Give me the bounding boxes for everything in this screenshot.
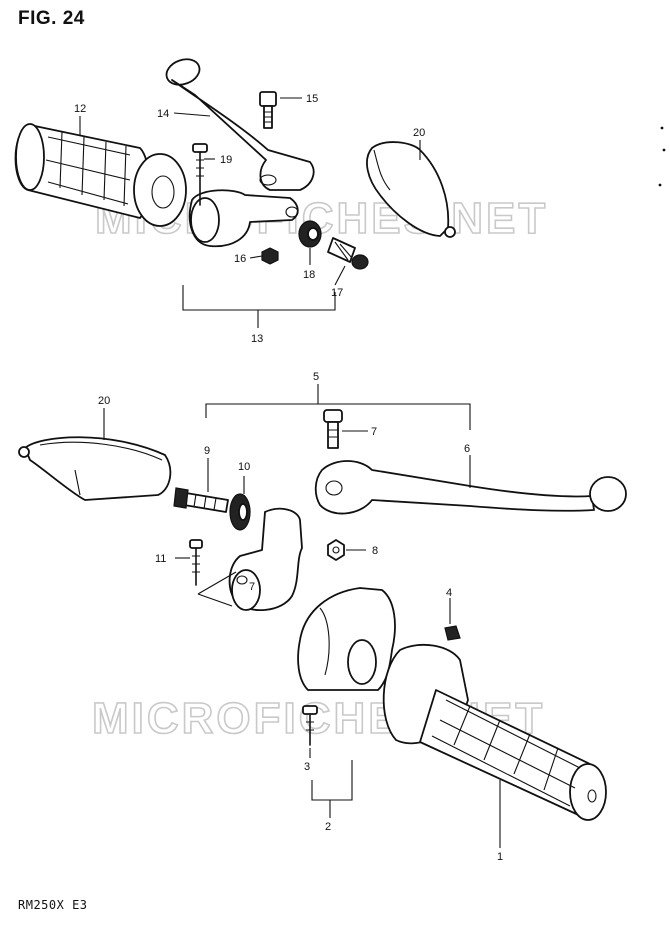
part-16-nut [261, 247, 279, 265]
part-2-throttle-housing [297, 587, 396, 691]
scan-speck [662, 148, 666, 152]
model-code: RM250X E3 [18, 898, 88, 912]
callout-8: 8 [372, 545, 378, 557]
callout-5: 5 [313, 371, 319, 383]
callout-4: 4 [446, 587, 452, 599]
callout-13: 13 [251, 333, 263, 345]
part-7-pivot-bolt [323, 409, 343, 449]
callout-20-top: 20 [413, 127, 425, 139]
callout-12: 12 [74, 103, 86, 115]
part-1-right-grip [382, 643, 607, 821]
callout-11: 11 [155, 553, 166, 565]
callout-7-top: 7 [371, 426, 377, 438]
callout-20-bottom: 20 [98, 395, 110, 407]
callout-16: 16 [234, 253, 246, 265]
part-9-adjuster-bolt [173, 487, 229, 513]
callout-9: 9 [204, 445, 210, 457]
callout-17: 17 [331, 287, 343, 299]
part-8-nut [327, 539, 345, 561]
callout-6: 6 [464, 443, 470, 455]
part-6-brake-lever [314, 460, 627, 515]
part-13-lever-holder [188, 189, 299, 248]
callout-10: 10 [238, 461, 250, 473]
part-18-washer [298, 220, 322, 248]
part-14-clutch-lever [165, 58, 315, 191]
scan-speck [658, 183, 662, 187]
callout-18: 18 [303, 269, 315, 281]
callout-7-bottom: 7 [249, 581, 255, 593]
callout-14: 14 [157, 108, 169, 120]
callout-15: 15 [306, 93, 318, 105]
part-4-spacer [444, 625, 461, 641]
part-19-screw [192, 143, 208, 206]
part-20-top-lever-cover [366, 141, 456, 238]
callout-2: 2 [325, 821, 331, 833]
part-12-left-grip [14, 123, 187, 227]
part-11-screw [189, 539, 203, 586]
part-brake-lever-holder [228, 507, 303, 612]
part-10-adjuster-wheel [229, 493, 251, 531]
callout-1: 1 [497, 851, 503, 863]
figure-title: FIG. 24 [18, 8, 85, 29]
part-15-bolt [259, 91, 277, 129]
callout-3: 3 [304, 761, 310, 773]
part-20-bottom-lever-cover [18, 436, 172, 501]
scan-speck [660, 126, 664, 130]
part-3-screw [302, 705, 318, 746]
callout-19: 19 [220, 154, 232, 166]
part-17-adjuster-bolt [327, 237, 369, 270]
